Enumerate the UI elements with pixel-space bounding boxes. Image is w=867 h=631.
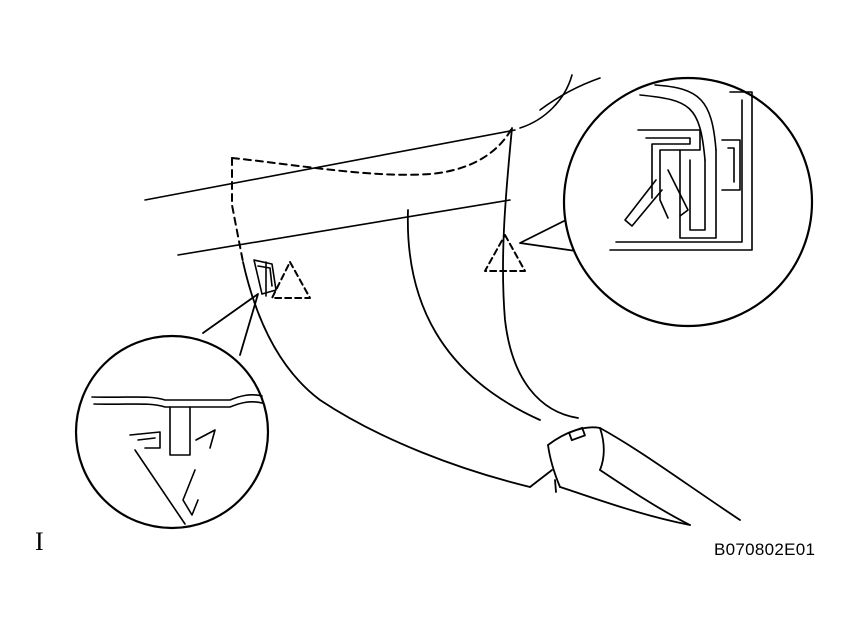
detail-right-clip-section: [609, 84, 753, 251]
body-panel-lines: [144, 74, 601, 256]
clip-marker-triangle-left: [271, 261, 311, 299]
detail-circle-right: [562, 76, 814, 328]
hidden-trim-outline: [231, 127, 513, 263]
detail-circle-left: [74, 334, 270, 530]
clip-left: [253, 259, 277, 297]
figure-code: B070802E01: [714, 540, 816, 559]
corner-mark: I: [35, 527, 44, 556]
callout-pointer-right: [519, 217, 584, 253]
scuff-plate: [547, 426, 741, 526]
detail-left-clip-section: [91, 393, 263, 525]
callout-pointer-left: [202, 293, 259, 356]
clip-marker-triangle-right: [484, 234, 526, 272]
quarter-trim-panel: [242, 127, 579, 488]
